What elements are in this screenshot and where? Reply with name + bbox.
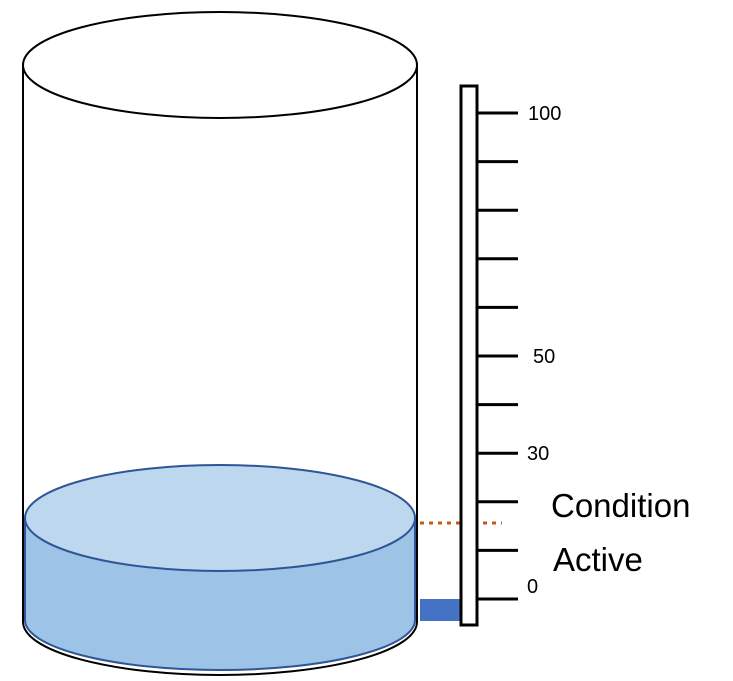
- gauge-tick-label: 50: [533, 346, 555, 368]
- level-indicator-bar: [420, 599, 461, 621]
- gauge-tick-label: 30: [527, 443, 549, 465]
- gauge-labels: 100 50 30 0: [527, 103, 561, 598]
- gauge-tick-label: 100: [528, 103, 561, 125]
- tank-bottom: [22, 621, 418, 676]
- gauge-tick-label: 0: [527, 576, 538, 598]
- liquid-surface: [24, 464, 416, 572]
- tank-outline: [22, 11, 418, 676]
- gauge-scale: 100 50 30 0: [459, 84, 561, 627]
- gauge-column: [459, 84, 479, 627]
- tank-top-rim: [22, 11, 418, 119]
- status-label-active: Active: [553, 541, 643, 578]
- gauge-ticks: [477, 111, 518, 601]
- status-label-condition: Condition: [551, 487, 690, 524]
